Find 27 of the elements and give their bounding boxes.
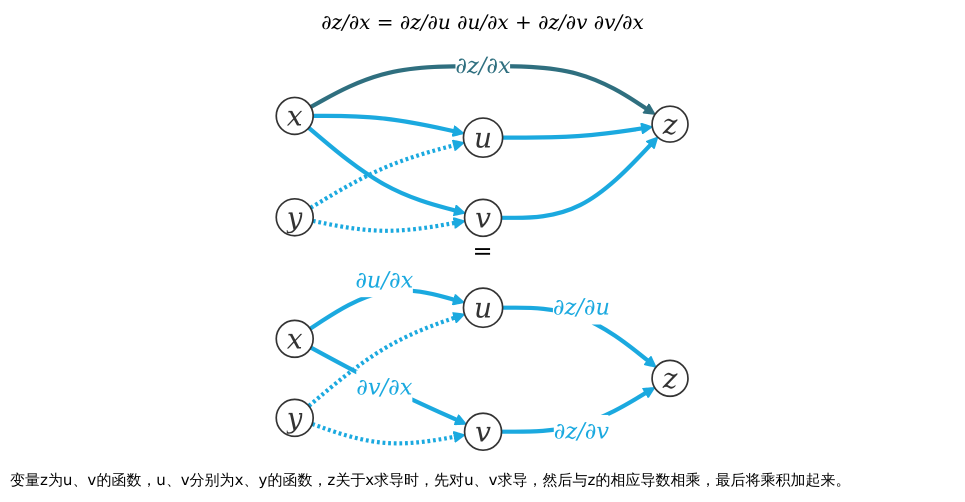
edge-label: ∂v/∂x xyxy=(356,373,413,400)
arrow xyxy=(308,126,466,216)
node-circle: z xyxy=(652,105,690,143)
arrow xyxy=(310,140,466,210)
node-circle: y xyxy=(276,198,314,237)
equals-sign: = xyxy=(472,237,493,265)
arrow xyxy=(312,422,466,446)
arrow xyxy=(310,346,468,426)
edge-label: ∂z/∂x xyxy=(456,52,512,79)
node-circle: u xyxy=(463,287,504,328)
arrow xyxy=(503,122,654,140)
arrow xyxy=(502,136,659,220)
edge-label: ∂z/∂u xyxy=(553,294,610,320)
caption: 变量z为u、v的函数，u、v分别为x、y的函数，z关于x求导时，先对u、v求导，然后与z的相应导数相乘，最后将乘积加起来。 xyxy=(10,470,850,491)
node-circle: x xyxy=(276,96,314,136)
node-circle: v xyxy=(464,198,503,238)
node-circle: x xyxy=(276,320,314,358)
edge-label: ∂u/∂x xyxy=(356,266,414,294)
arrow xyxy=(308,312,466,408)
node-circle: y xyxy=(276,398,314,438)
node-circle: u xyxy=(463,117,504,158)
node-circle: v xyxy=(464,412,503,452)
chain-rule-formula: ∂z/∂x = ∂z/∂u ∂u/∂x + ∂z/∂v ∂v/∂x xyxy=(321,10,644,34)
node-circle: z xyxy=(652,360,690,398)
edge-label: ∂z/∂v xyxy=(554,418,610,444)
arrow xyxy=(314,114,465,138)
arrow xyxy=(312,216,466,233)
